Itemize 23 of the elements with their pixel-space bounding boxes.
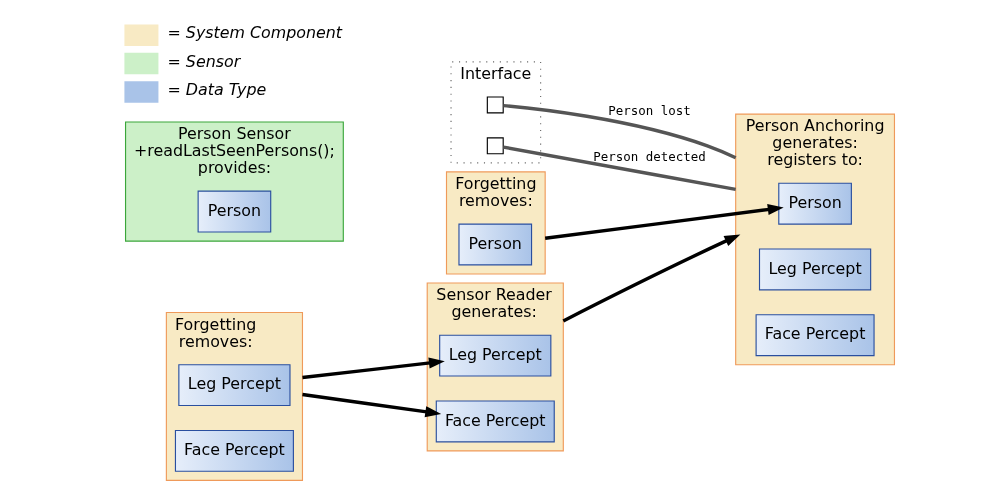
connector: [502, 145, 736, 192]
edge-label: Person lost: [607, 102, 691, 118]
legend-label: = Data Type: [167, 80, 266, 100]
node-box: Person: [777, 182, 852, 225]
node-box: Leg Percept: [758, 248, 871, 291]
node-box: Person: [457, 223, 532, 266]
arrow: [301, 357, 445, 380]
arrow: [301, 392, 441, 418]
connector: [502, 103, 736, 160]
node-box: [486, 137, 504, 155]
node-box: Leg Percept: [438, 334, 551, 377]
arrow: [544, 204, 784, 240]
node-box: Face Percept: [755, 314, 875, 357]
node-box: Person: [197, 190, 271, 233]
arrow: [562, 234, 740, 323]
legend-label: = Sensor: [167, 51, 240, 71]
node-box: Face Percept: [174, 429, 294, 472]
node-box: [486, 96, 504, 114]
node-box: Leg Percept: [177, 364, 291, 407]
legend-label: = System Component: [167, 23, 342, 43]
cluster: Interface: [449, 61, 541, 164]
node-box: Face Percept: [435, 400, 555, 443]
edge-label: Person detected: [592, 149, 706, 165]
